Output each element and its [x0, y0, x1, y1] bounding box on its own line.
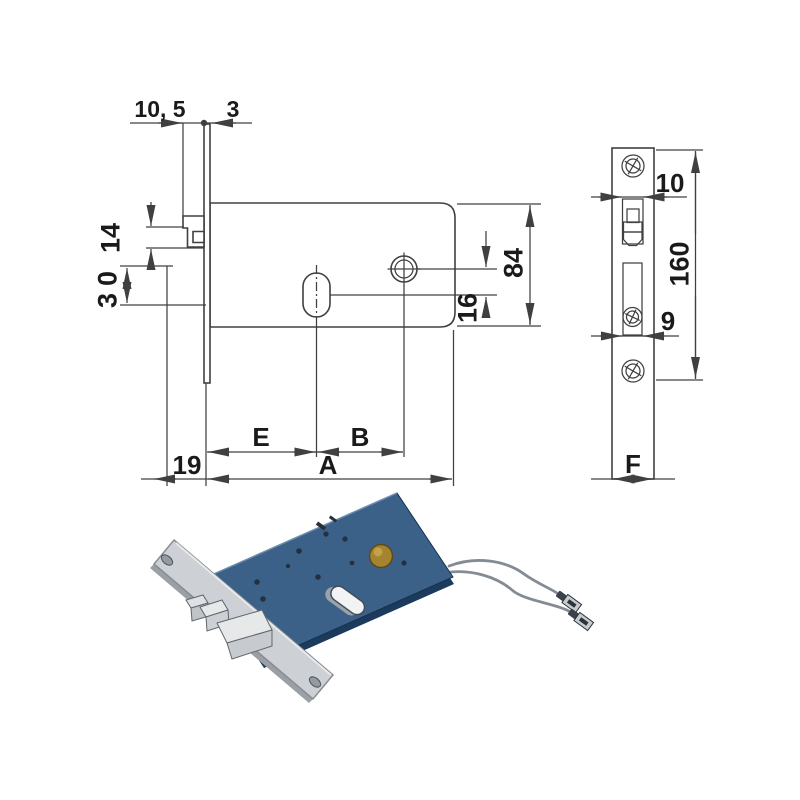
latch-photo [185, 594, 230, 632]
dim-label-latch-slot-width: 10 [656, 168, 685, 198]
dimension-latch-to-cylinder: 30 [92, 264, 132, 308]
keyway-slot [325, 585, 366, 616]
rivet [315, 574, 321, 580]
side-view: 10 9 160 F [591, 147, 703, 484]
spade-connector-1 [555, 590, 583, 614]
faceplate-highlight [175, 542, 332, 676]
stamp-mark [315, 521, 327, 531]
rivet [296, 548, 302, 554]
wires [447, 559, 574, 615]
brass-highlight [373, 547, 383, 557]
dim-label-backset: E [252, 422, 269, 452]
bolt-slot [622, 262, 643, 336]
faceplate-screw-hole [308, 676, 322, 688]
deadbolt-front-face [226, 629, 273, 660]
dim-label-cylinder-to-follower: 16 [452, 293, 482, 323]
faceplate-screw-hole [160, 554, 174, 566]
brass-cylinder-cap [368, 543, 394, 569]
latch-notch [192, 230, 205, 244]
dimension-case-height: 84 [498, 205, 535, 325]
front-view: 10, 5 3 14 30 16 84 [92, 96, 541, 486]
screw-top [621, 154, 645, 178]
rivet [342, 536, 348, 542]
dimension-plate-length: 160 [656, 149, 703, 381]
dimension-dot [200, 119, 208, 127]
spade-connector-2 [567, 608, 595, 632]
deadbolt-photo [216, 609, 273, 660]
dimension-cylinder-to-follower: 16 [452, 231, 491, 323]
dim-label-latch-projection: 10, 5 [134, 96, 185, 122]
product-illustration [150, 492, 595, 703]
rivet [349, 560, 355, 566]
faceplate-front [611, 147, 655, 480]
lock-case-outline [209, 202, 456, 328]
rivet [260, 596, 266, 602]
extension-lines [120, 123, 541, 486]
rivet [254, 579, 260, 585]
stamp-mark [328, 515, 338, 523]
dim-label-plate-thickness: 3 [227, 96, 240, 122]
screw-bottom [621, 359, 645, 383]
wire-2 [449, 570, 574, 615]
dim-label-plate-width: F [625, 449, 641, 479]
lock-body-highlight [206, 492, 398, 578]
latch-head-tip [622, 231, 643, 247]
dimension-bolt-slot-width: 9 [591, 306, 679, 341]
dim-label-centers: B [351, 422, 370, 452]
dim-label-latch-height: 14 [95, 223, 125, 253]
rivet [323, 531, 329, 537]
dim-label-bolt-slot-width: 9 [661, 306, 675, 336]
dimension-latch-projection: 10, 5 3 [130, 96, 252, 128]
dimension-backset-and-centers: E B [207, 422, 403, 457]
dim-label-case-height: 84 [498, 248, 528, 278]
follower-hole [387, 252, 421, 286]
dim-label-latch-to-cylinder: 30 [92, 264, 122, 308]
dimension-latch-slot-width: 10 [591, 168, 687, 202]
dim-label-plate-length: 160 [664, 241, 694, 286]
latch-bolt [182, 215, 205, 248]
dimension-depth-row: 19 A [141, 450, 452, 484]
dimension-plate-width: F [591, 449, 675, 484]
rivet [401, 560, 407, 566]
latch-slot [621, 198, 644, 247]
wire-1 [447, 559, 562, 597]
dim-label-plate-offset: 19 [173, 450, 202, 480]
dimension-latch-height: 14 [95, 202, 156, 270]
follower-cross [387, 252, 421, 286]
faceplate-edge [203, 123, 211, 384]
dim-label-overall-depth: A [319, 450, 338, 480]
rivet [285, 563, 291, 569]
body-details [234, 515, 407, 616]
cylinder-hole [302, 265, 331, 325]
